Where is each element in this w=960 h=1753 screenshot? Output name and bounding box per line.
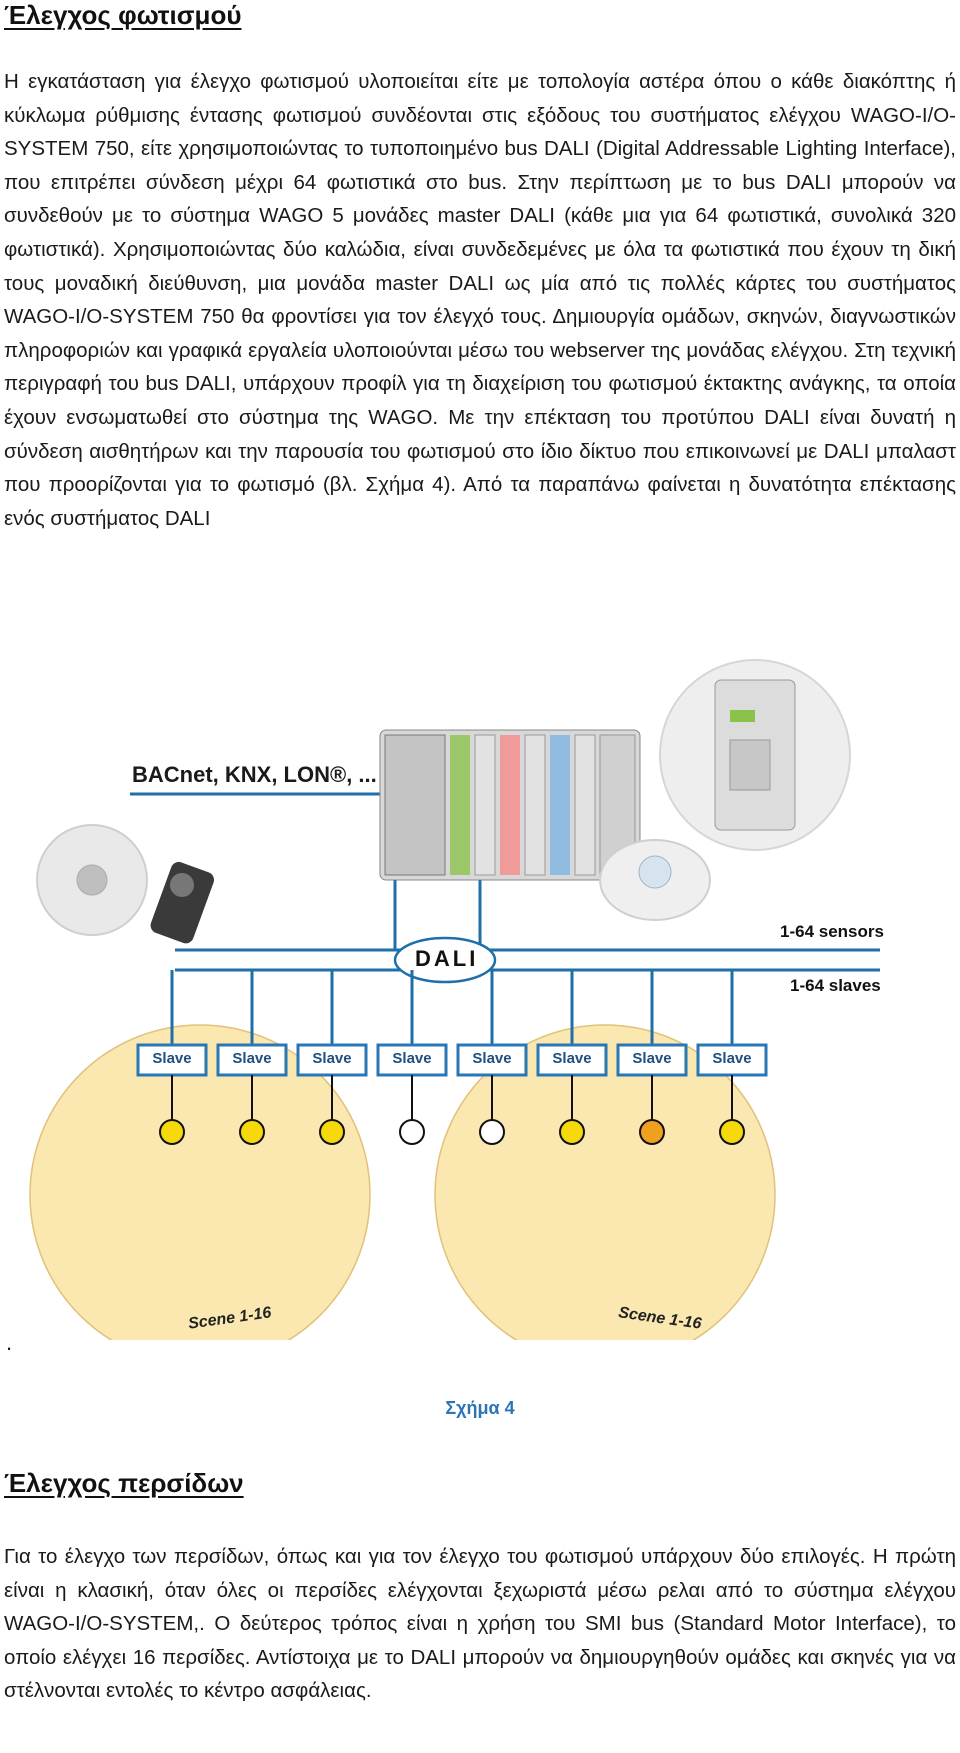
slave-label: Slave <box>712 1050 752 1067</box>
dali-diagram-svg <box>29 659 880 1366</box>
slave-label: Slave <box>472 1050 512 1067</box>
wago-controller-icon <box>379 729 641 881</box>
dali-bus-label: DALI <box>415 946 479 971</box>
lamp-icon <box>399 1119 425 1145</box>
slave-label: Slave <box>392 1050 432 1067</box>
lamp-icon <box>159 1119 185 1145</box>
slave-box <box>536 1043 608 1077</box>
heading-blinds-control: Έλεγχος περσίδων <box>4 1468 244 1498</box>
dali-badge <box>393 936 497 984</box>
figure-dali-diagram: BACnet, KNX, LON®, ... DALI 1-64 sensors… <box>0 650 960 1366</box>
presence-detector-icon <box>150 861 215 944</box>
lamp-icon <box>239 1119 265 1145</box>
slave-box <box>216 1043 288 1077</box>
stray-period: . <box>6 1330 13 1355</box>
slave-label: Slave <box>552 1050 592 1067</box>
slave-label: Slave <box>312 1050 352 1067</box>
slave-label: Slave <box>632 1050 672 1067</box>
sensors-count-label: 1-64 sensors <box>780 922 884 941</box>
slave-group <box>136 970 768 1145</box>
slave-box <box>456 1043 528 1077</box>
lamp-icon <box>719 1119 745 1145</box>
terminal-block-icon <box>729 739 771 791</box>
led-indicator-icon <box>730 710 755 722</box>
slave-label: Slave <box>152 1050 192 1067</box>
protocols-label: BACnet, KNX, LON®, ... <box>132 762 377 787</box>
heading-lighting-control: Έλεγχος φωτισμού <box>4 0 242 30</box>
slave-box <box>376 1043 448 1077</box>
lamp-icon <box>319 1119 345 1145</box>
lamp-icon <box>479 1119 505 1145</box>
slave-label: Slave <box>232 1050 272 1067</box>
paragraph-lighting-control: Η εγκατάσταση για έλεγχο φωτισμού υλοποι… <box>4 70 956 530</box>
lamp-icon <box>639 1119 665 1145</box>
figure-caption: Σχήμα 4 <box>445 1398 515 1418</box>
slaves-count-label: 1-64 slaves <box>790 976 881 995</box>
lamp-icon <box>559 1119 585 1145</box>
paragraph-blinds-control: Για το έλεγχο των περσίδων, όπως και για… <box>4 1545 956 1703</box>
